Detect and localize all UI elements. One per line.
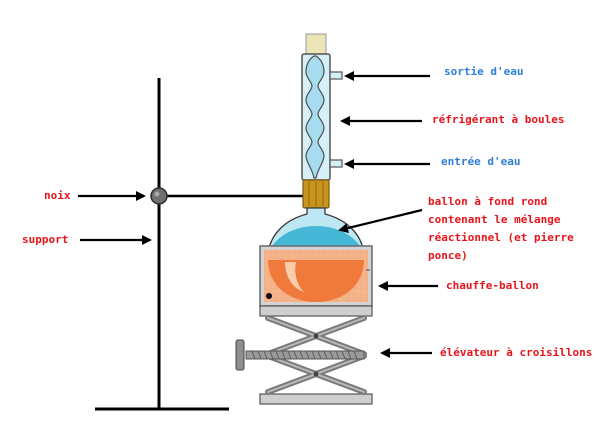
label-noix: noix bbox=[44, 189, 71, 202]
label-ballon-line1: ballon à fond rond bbox=[428, 195, 548, 208]
label-entree-eau: entrée d'eau bbox=[441, 155, 521, 168]
label-ballon-line2: contenant le mélange bbox=[428, 213, 561, 226]
label-chauffe-ballon: chauffe-ballon bbox=[446, 279, 539, 292]
reflux-condenser bbox=[301, 33, 343, 181]
flask-cork bbox=[302, 179, 330, 209]
arrows-left bbox=[78, 191, 152, 245]
crank-handle-icon bbox=[235, 339, 245, 371]
label-ballon-line4: ponce) bbox=[428, 249, 468, 262]
clamp-knob-icon bbox=[150, 187, 168, 205]
label-sortie-eau: sortie d'eau bbox=[444, 65, 524, 78]
arrow-icon bbox=[338, 208, 423, 233]
support-stand bbox=[95, 78, 229, 411]
arrows-right bbox=[338, 71, 438, 358]
heating-mantle bbox=[259, 245, 373, 307]
label-refrigerant: réfrigérant à boules bbox=[432, 113, 565, 126]
label-elevateur: élévateur à croisillons bbox=[440, 346, 593, 359]
label-support: support bbox=[22, 233, 69, 246]
label-ballon-line3: réactionnel (et pierre bbox=[428, 231, 574, 244]
scissor-lift bbox=[235, 305, 373, 405]
